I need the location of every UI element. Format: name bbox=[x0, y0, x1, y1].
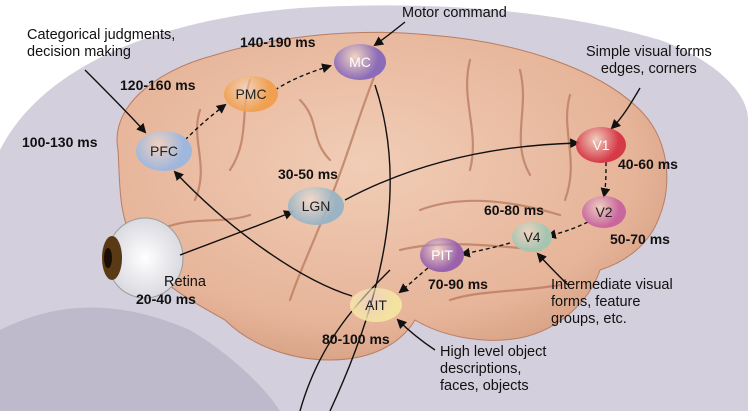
node-ait-label: AIT bbox=[365, 297, 387, 313]
annotation-intermediate: Intermediate visual forms, feature group… bbox=[551, 277, 673, 327]
node-mc-label: MC bbox=[349, 54, 371, 70]
node-v4-label: V4 bbox=[523, 229, 541, 245]
annotation-retina: Retina bbox=[164, 274, 206, 290]
eye-illustration bbox=[102, 217, 184, 299]
node-v1-label: V1 bbox=[592, 137, 610, 153]
node-lgn: LGN bbox=[288, 187, 344, 225]
annotation-simple-forms: Simple visual forms edges, corners bbox=[586, 44, 712, 77]
node-pmc-label: PMC bbox=[235, 86, 267, 102]
timing-pfc: 100-130 ms bbox=[22, 134, 98, 150]
annotation-categorical: Categorical judgments, decision making bbox=[27, 27, 176, 60]
timing-retina: 20-40 ms bbox=[136, 291, 196, 307]
timing-ait: 80-100 ms bbox=[322, 331, 390, 347]
timing-pmc: 120-160 ms bbox=[120, 77, 196, 93]
timing-v2: 50-70 ms bbox=[610, 231, 670, 247]
annotation-high-level: High level object descriptions, faces, o… bbox=[440, 344, 547, 394]
node-pit: PIT bbox=[420, 238, 464, 272]
timing-v1: 40-60 ms bbox=[618, 156, 678, 172]
node-pit-label: PIT bbox=[431, 247, 453, 263]
connection-arrows bbox=[84, 21, 641, 351]
timing-pit: 70-90 ms bbox=[428, 276, 488, 292]
timing-v4: 60-80 ms bbox=[484, 202, 544, 218]
node-v4: V4 bbox=[512, 222, 552, 252]
node-v2: V2 bbox=[582, 196, 626, 228]
annotation-motor-command: Motor command bbox=[402, 5, 507, 21]
timing-lgn: 30-50 ms bbox=[278, 166, 338, 182]
brain-shape bbox=[116, 31, 668, 361]
node-ait: AIT bbox=[350, 288, 402, 322]
node-mc: MC bbox=[334, 44, 386, 80]
node-pmc: PMC bbox=[224, 76, 278, 112]
node-v2-label: V2 bbox=[595, 204, 613, 220]
node-pfc: PFC bbox=[136, 131, 192, 171]
node-lgn-label: LGN bbox=[301, 198, 331, 214]
node-pfc-label: PFC bbox=[150, 143, 178, 159]
timing-mc: 140-190 ms bbox=[240, 34, 316, 50]
